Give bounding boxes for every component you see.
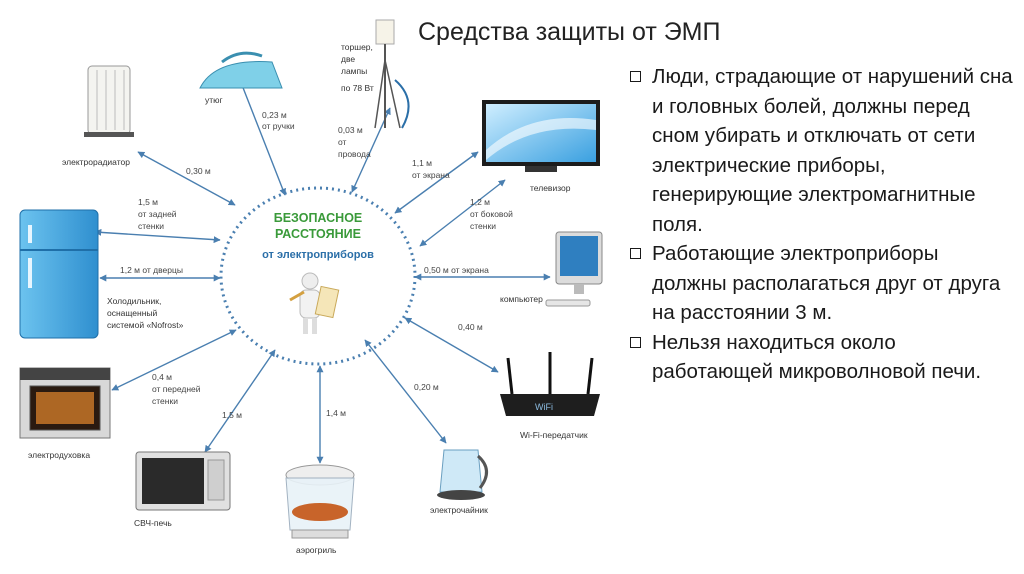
fridge-icon (20, 210, 98, 338)
router-label: Wi-Fi-передатчик (520, 430, 588, 440)
checkbox-bullet-icon (630, 337, 641, 348)
tv-screen-distance-value: 1,1 м (412, 158, 432, 168)
center-title-line1: БЕЗОПАСНОЕ (274, 211, 363, 225)
fridge-back-distance-note-2: стенки (138, 221, 164, 231)
arrow-fridge-back (95, 232, 220, 240)
lamp-distance-value: 0,03 м (338, 125, 363, 135)
bullet-text: Нельзя находиться около работающей микро… (652, 331, 981, 384)
bullet-text: Люди, страдающие от нарушений сна и голо… (652, 65, 1013, 236)
router-distance: 0,40 м (458, 322, 483, 332)
bullet-list: Люди, страдающие от нарушений сна и голо… (620, 62, 1015, 387)
oven-distance-note-1: от передней (152, 384, 201, 394)
kettle-distance: 0,20 м (414, 382, 439, 392)
router-icon: WiFi (500, 352, 600, 416)
oven-distance-value: 0,4 м (152, 372, 172, 382)
lamp-distance-note-1: от (338, 137, 347, 147)
lamp-label-3: лампы (341, 66, 367, 76)
lamp-label-4: по 78 Вт (341, 83, 374, 93)
center-subtitle: от электроприборов (262, 249, 374, 261)
lamp-label-1: торшер, (341, 42, 373, 52)
arrow-iron (240, 80, 285, 195)
tv-screen-distance-note: от экрана (412, 170, 450, 180)
tv-icon (482, 100, 600, 172)
fridge-back-distance-note-1: от задней (138, 209, 177, 219)
arrow-router (405, 318, 498, 372)
tv-side-distance-note-1: от боковой (470, 209, 513, 219)
fridge-label-1: Холодильник, (107, 296, 161, 306)
computer-label: компьютер (500, 294, 543, 304)
bullet-item: Люди, страдающие от нарушений сна и голо… (620, 62, 1015, 239)
checkbox-bullet-icon (630, 248, 641, 259)
radiator-label: электрорадиатор (62, 157, 130, 167)
radiator-distance: 0,30 м (186, 166, 211, 176)
lamp-distance-note-2: провода (338, 149, 371, 159)
microwave-icon (136, 452, 230, 510)
microwave-distance: 1,5 м (222, 410, 242, 420)
computer-distance: 0,50 м от экрана (424, 265, 489, 275)
bullet-item: Работающие электроприборы должны распола… (620, 239, 1015, 328)
airgrill-distance: 1,4 м (326, 408, 346, 418)
iron-distance-note: от ручки (262, 121, 295, 131)
tv-label: телевизор (530, 183, 571, 193)
tv-side-distance-note-2: стенки (470, 221, 496, 231)
oven-label: электродуховка (28, 450, 90, 460)
computer-icon (546, 232, 602, 306)
airgrill-icon (286, 465, 354, 538)
floor-lamp-icon (375, 20, 409, 128)
kettle-icon (437, 450, 487, 500)
airgrill-label: аэрогриль (296, 545, 337, 555)
fridge-label-2: оснащенный (107, 308, 158, 318)
arrow-oven (112, 330, 236, 390)
checkbox-bullet-icon (630, 71, 641, 82)
kettle-label: электрочайник (430, 505, 488, 515)
arrow-tv-screen (395, 152, 478, 213)
tv-side-distance-value: 1,2 м (470, 197, 490, 207)
oven-icon (20, 368, 110, 438)
lamp-label-2: две (341, 54, 355, 64)
bullet-text: Работающие электроприборы должны распола… (652, 242, 1000, 324)
svg-text:WiFi: WiFi (535, 402, 553, 412)
radiator-icon (84, 66, 134, 137)
bullet-item: Нельзя находиться около работающей микро… (620, 328, 1015, 387)
arrow-microwave (205, 350, 275, 452)
oven-distance-note-2: стенки (152, 396, 178, 406)
fridge-door-distance: 1,2 м от дверцы (120, 265, 183, 275)
iron-distance-value: 0,23 м (262, 110, 287, 120)
center-title-line2: РАССТОЯНИЕ (275, 227, 361, 241)
person-icon (290, 273, 339, 334)
emf-safe-distance-diagram: БЕЗОПАСНОЕ РАССТОЯНИЕ от электроприборов (0, 0, 620, 574)
fridge-back-distance-value: 1,5 м (138, 197, 158, 207)
microwave-label: СВЧ-печь (134, 518, 172, 528)
fridge-label-3: системой «Nofrost» (107, 320, 184, 330)
iron-icon (200, 53, 282, 88)
iron-label: утюг (205, 95, 223, 105)
